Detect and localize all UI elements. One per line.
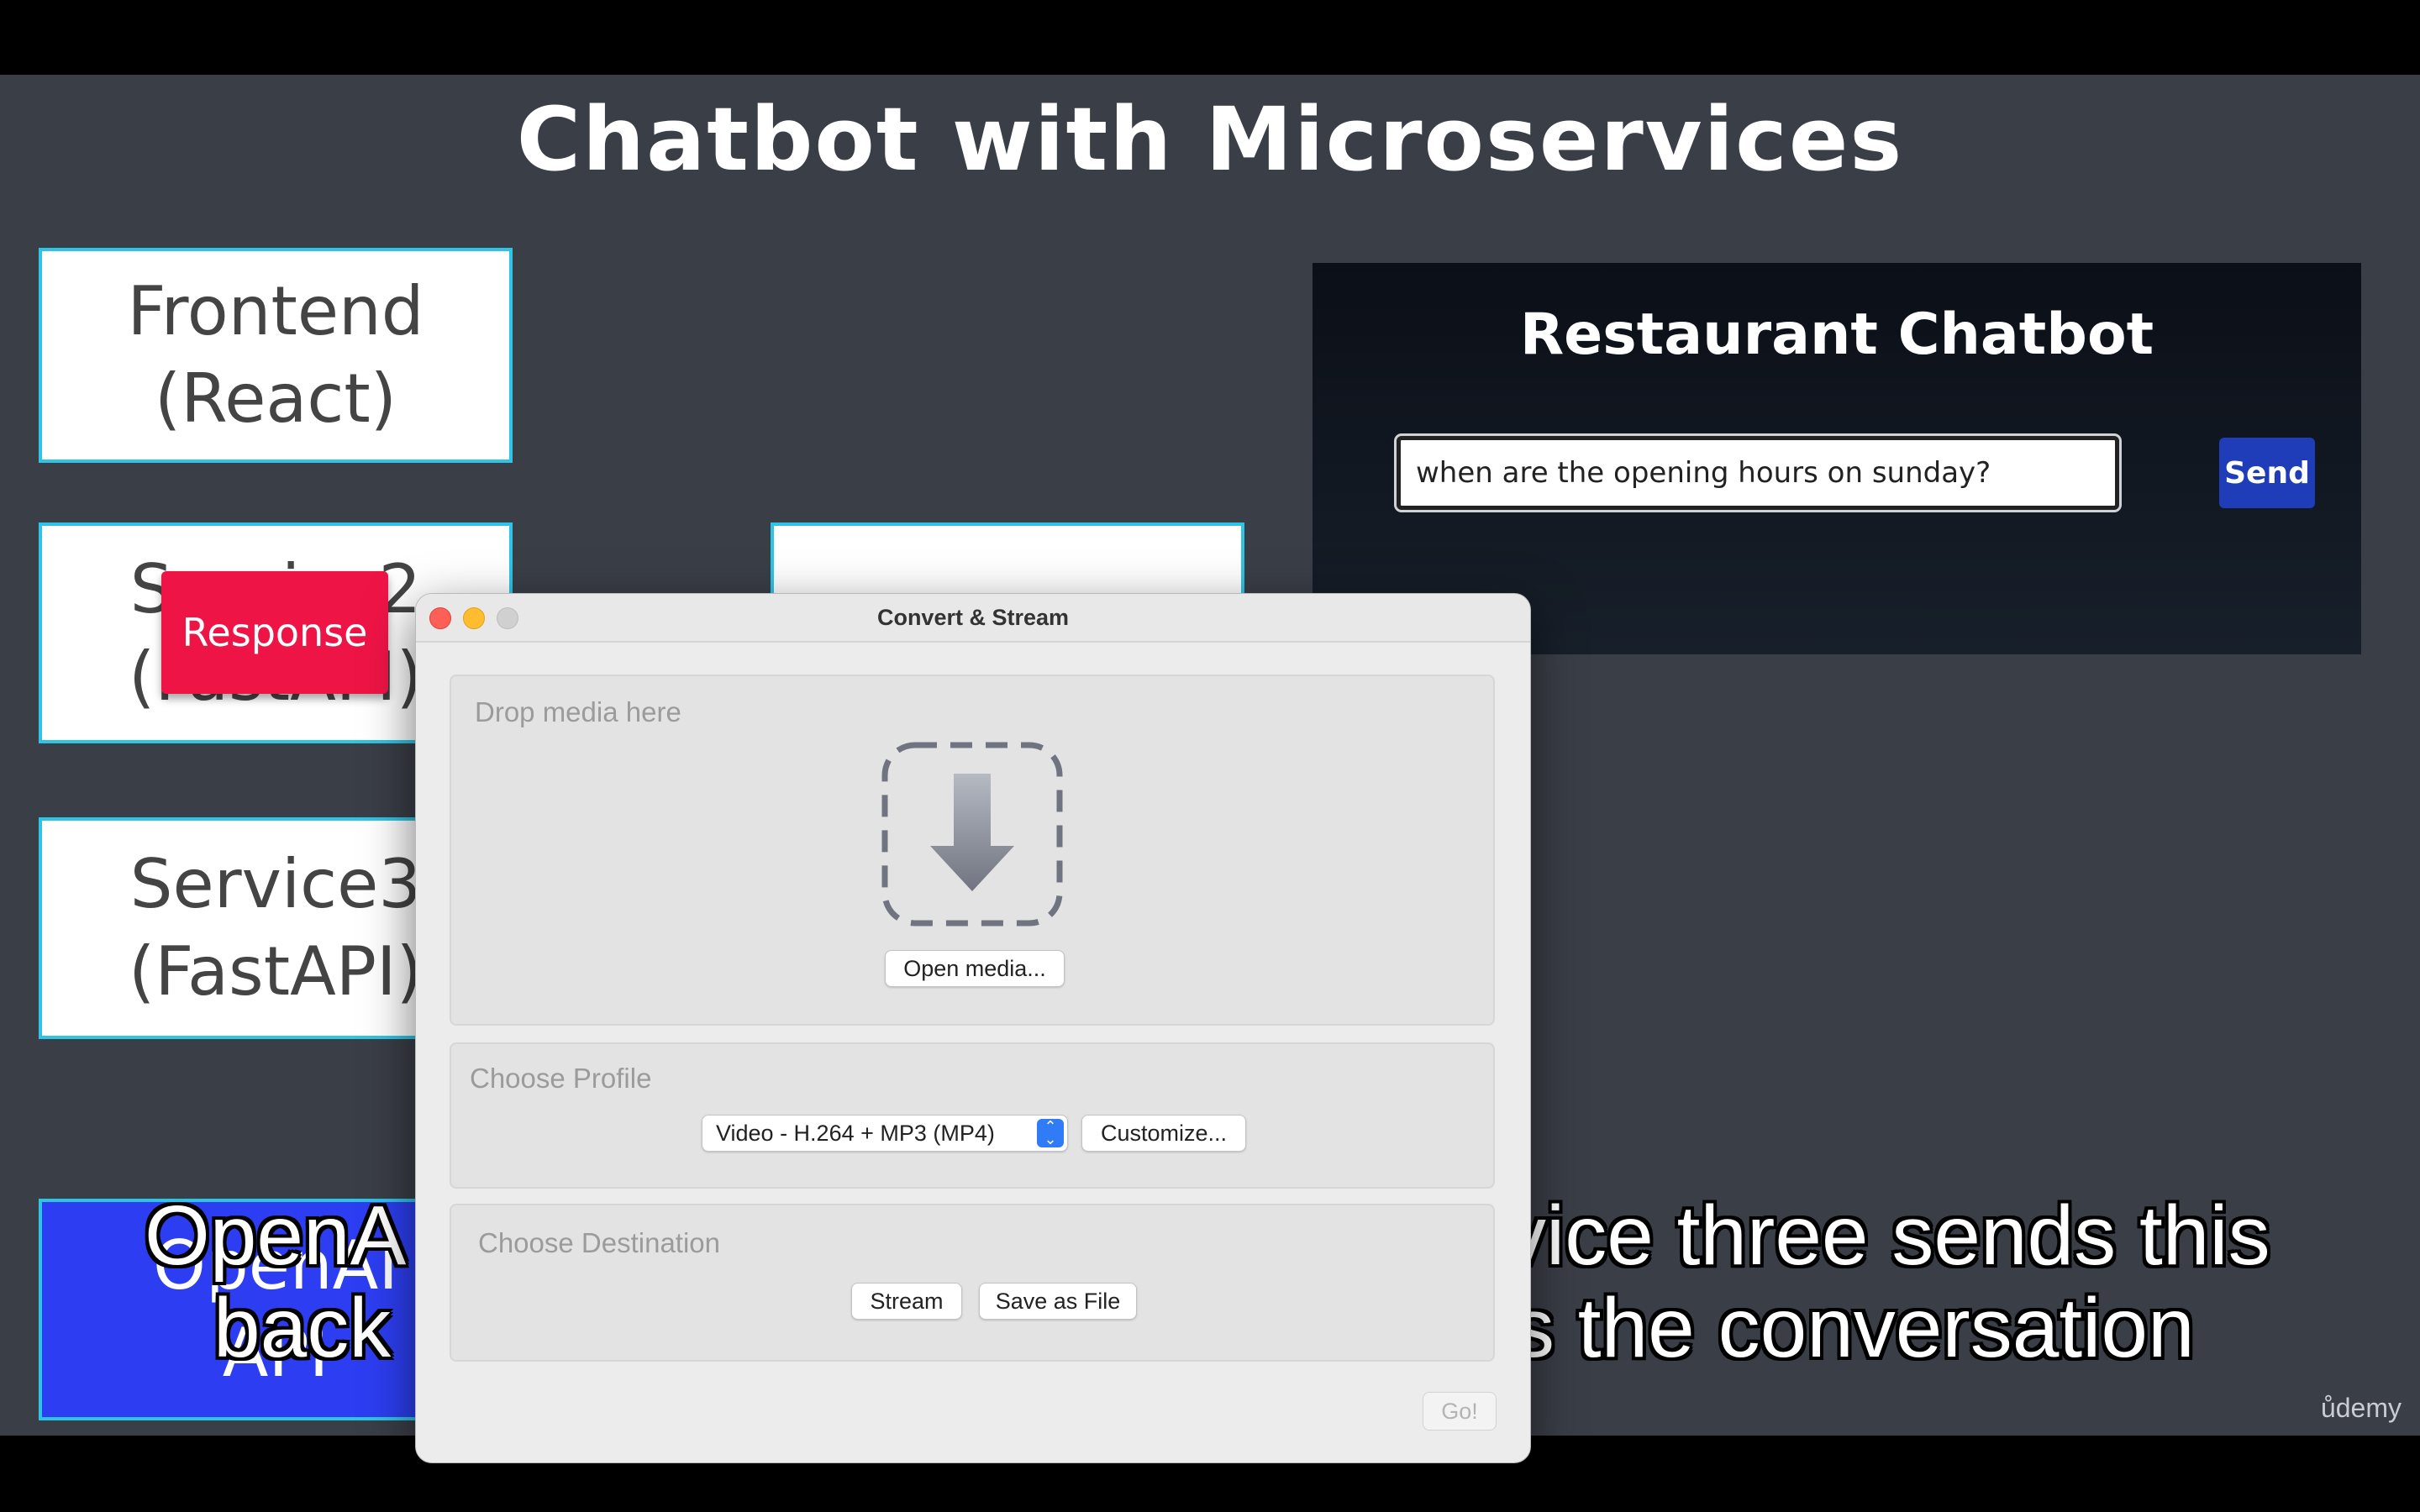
udemy-watermark: ůdemy <box>2320 1393 2402 1423</box>
chatbot-title: Restaurant Chatbot <box>1519 302 2154 368</box>
convert-stream-dialog: Convert & Stream Drop media here Open me… <box>415 593 1531 1463</box>
open-media-button[interactable]: Open media... <box>885 950 1065 987</box>
drop-media-label: Drop media here <box>475 696 681 727</box>
stream-button[interactable]: Stream <box>851 1283 962 1320</box>
choose-profile-label: Choose Profile <box>470 1063 652 1094</box>
save-as-file-button[interactable]: Save as File <box>979 1283 1137 1320</box>
dialog-title: Convert & Stream <box>876 605 1070 630</box>
go-button[interactable]: Go! <box>1423 1392 1497 1431</box>
dialog-titlebar[interactable]: Convert & Stream <box>416 594 1530 643</box>
drop-media-group[interactable]: Drop media here Open media... <box>450 675 1495 1026</box>
openai-box-line2: API <box>222 1314 329 1392</box>
caption-right-line2: s the conversation <box>1512 1281 2195 1375</box>
service3-box-line2: (FastAPI) <box>129 932 423 1011</box>
frontend-box-line2: (React) <box>154 360 397 438</box>
minimize-window-button[interactable] <box>463 607 485 629</box>
choose-profile-group: Choose Profile Video - H.264 + MP3 (MP4)… <box>450 1042 1495 1189</box>
openai-box-line1: OpenAI <box>153 1226 398 1305</box>
caption-left-line1: OpenA <box>145 1189 407 1283</box>
service3-box-line1: Service3 <box>129 845 422 923</box>
slide-title: Chatbot with Microservices <box>516 88 1904 191</box>
choose-destination-label: Choose Destination <box>478 1227 721 1258</box>
frontend-box: Frontend (React) <box>39 248 513 463</box>
chatbot-panel: Restaurant Chatbot when are the opening … <box>1313 263 2361 654</box>
close-window-button[interactable] <box>429 607 451 629</box>
response-badge: Response <box>161 571 388 694</box>
zoom-window-button[interactable] <box>497 607 518 629</box>
chatbot-send-button[interactable]: Send <box>2219 438 2315 508</box>
caption-right-line1: vice three sends this <box>1504 1189 2270 1283</box>
select-chevron-icon: ⌃⌄ <box>1037 1119 1064 1147</box>
drop-arrow-icon <box>881 742 1063 927</box>
profile-select[interactable]: Video - H.264 + MP3 (MP4) ⌃⌄ <box>702 1115 1068 1152</box>
customize-button[interactable]: Customize... <box>1081 1115 1246 1152</box>
frontend-box-line1: Frontend <box>127 272 424 350</box>
profile-select-value: Video - H.264 + MP3 (MP4) <box>716 1120 995 1146</box>
caption-left-line2: back <box>213 1281 392 1375</box>
chatbot-message-input[interactable]: when are the opening hours on sunday? <box>1394 433 2122 512</box>
choose-destination-group: Choose Destination Stream Save as File <box>450 1204 1495 1362</box>
